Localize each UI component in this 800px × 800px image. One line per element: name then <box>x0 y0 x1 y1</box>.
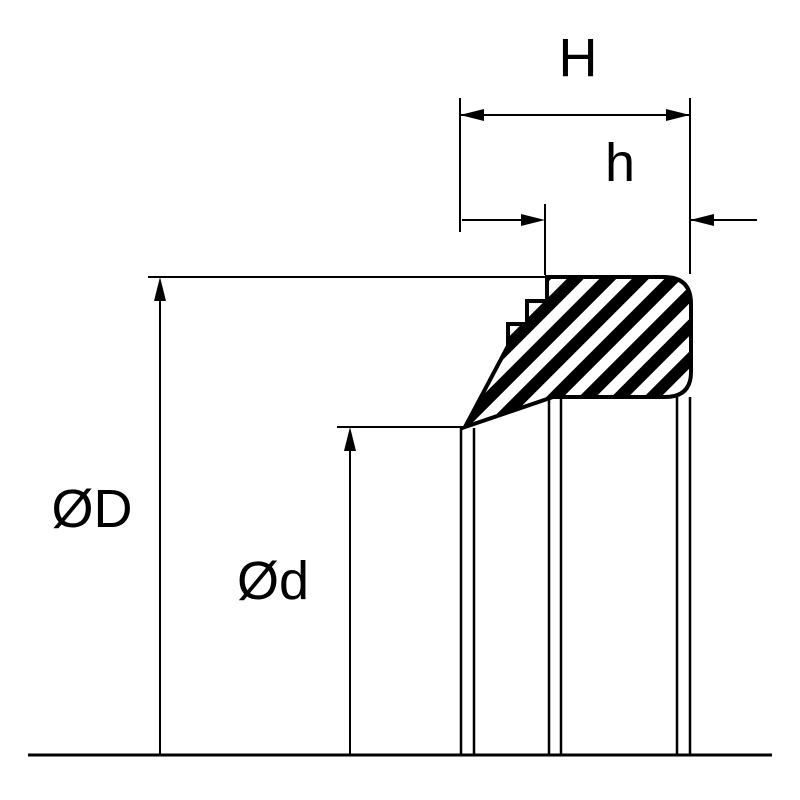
arrowhead-inner-diameter-up <box>344 427 356 451</box>
dimension-label-inner-diameter: Ød <box>237 551 309 611</box>
arrowhead-h-right <box>690 214 714 226</box>
arrowhead-H-left <box>460 109 484 121</box>
arrowhead-outer-diameter-up <box>154 277 166 301</box>
dimension-label-h: h <box>605 133 635 193</box>
dimension-label-outer-diameter: ØD <box>52 479 133 539</box>
dimension-label-H: H <box>559 28 598 88</box>
arrowhead-h-left <box>521 214 545 226</box>
seal-profile-section <box>460 275 693 431</box>
arrowhead-H-right <box>666 109 690 121</box>
